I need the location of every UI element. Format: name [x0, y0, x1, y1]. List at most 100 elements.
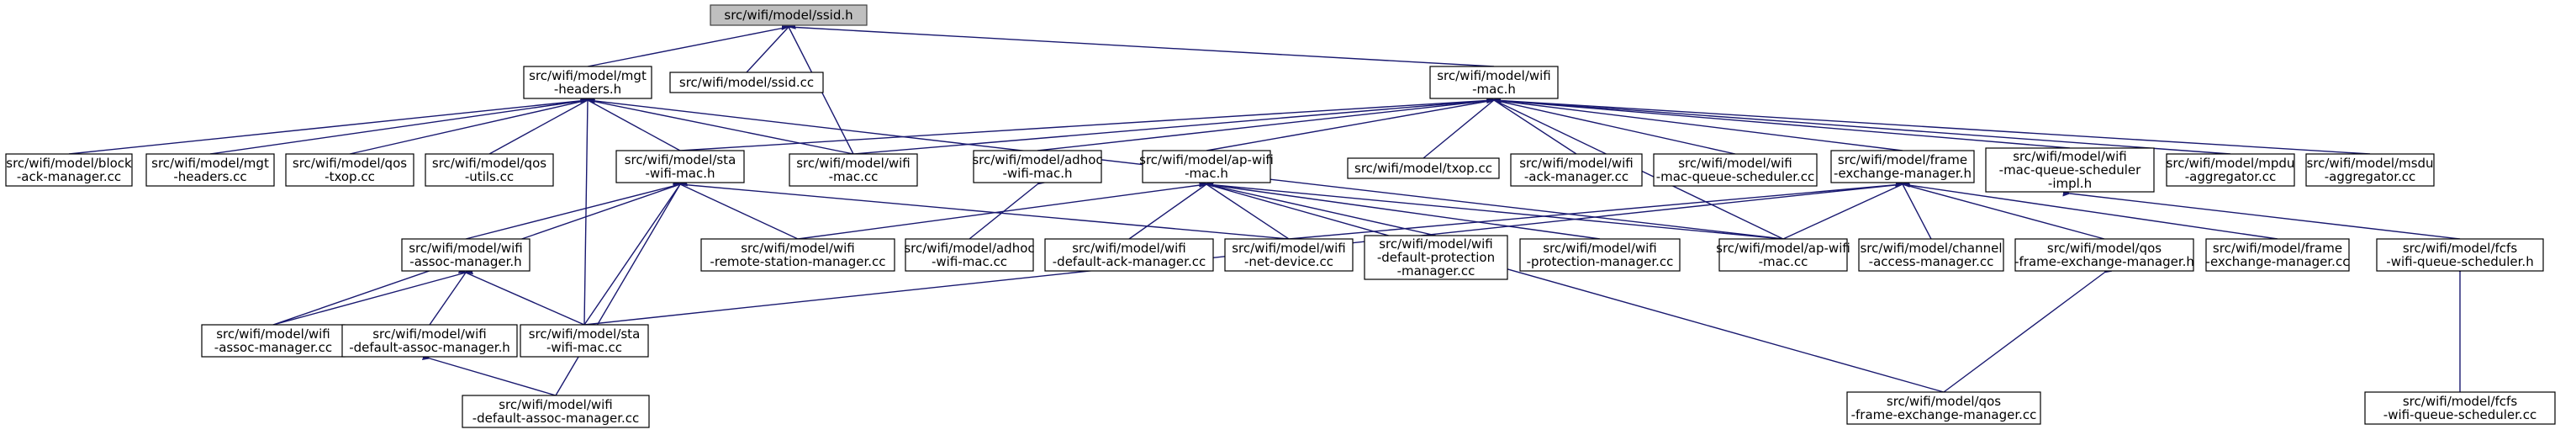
- node-sta-wifi-mac-cc[interactable]: src/wifi/model/sta-wifi-mac.cc: [520, 324, 649, 358]
- node-adhoc-wifi-mac-cc[interactable]: src/wifi/model/adhoc-wifi-mac.cc: [904, 238, 1035, 272]
- node-remote-station-manager-cc[interactable]: src/wifi/model/wifi-remote-station-manag…: [700, 238, 895, 272]
- node-default-protection-manager-cc[interactable]: src/wifi/model/wifi-default-protection-m…: [1364, 235, 1508, 280]
- node-label-line: src/wifi/model/channel: [1860, 241, 2002, 256]
- node-ap-wifi-mac-h[interactable]: src/wifi/model/ap-wifi-mac.h: [1139, 150, 1274, 183]
- node-sta-wifi-mac-h[interactable]: src/wifi/model/sta-wifi-mac.h: [615, 150, 745, 183]
- node-mac-queue-scheduler-impl-h[interactable]: src/wifi/model/wifi-mac-queue-scheduler-…: [1985, 147, 2155, 193]
- edge-mgt-headers-cc-to-mgt-headers-h: [209, 95, 595, 155]
- node-box: [615, 150, 745, 183]
- node-label-line: src/wifi/model/adhoc: [904, 241, 1034, 256]
- node-assoc-manager-h[interactable]: src/wifi/model/wifi-assoc-manager.h: [401, 238, 531, 272]
- node-label-line: src/wifi/model/wifi: [409, 241, 523, 256]
- node-label-line: -remote-station-manager.cc: [710, 254, 885, 269]
- node-label-line: src/wifi/model/qos: [432, 156, 546, 171]
- edge-ap-wifi-mac-cc-to-frame-exchange-manager-h: [1782, 178, 1911, 240]
- node-label-line: -net-device.cc: [1244, 254, 1333, 269]
- node-box: [285, 153, 414, 187]
- node-box: [2205, 238, 2350, 272]
- node-label-line: src/wifi/model/wifi: [1072, 241, 1186, 256]
- node-label-line: src/wifi/model/wifi: [1232, 241, 1346, 256]
- node-label-line: -aggregator.cc: [2185, 169, 2277, 184]
- edge-wifi-ack-manager-cc-to-wifi-mac-h: [1486, 93, 1577, 155]
- nodes-layer: src/wifi/model/ssid.h src/wifi/model/mgt-…: [5, 4, 2556, 428]
- node-box: [462, 395, 650, 428]
- edge-sta-wifi-mac-h-to-wifi-mac-h: [679, 96, 1502, 151]
- node-label-line: src/wifi/model/fcfs: [2403, 394, 2517, 409]
- node-box: [669, 72, 824, 93]
- node-label-line: src/wifi/model/sta: [529, 326, 641, 342]
- edge-channel-access-manager-cc-to-frame-exchange-manager-h: [1896, 176, 1932, 240]
- node-qos-utils-cc[interactable]: src/wifi/model/qos-utils.cc: [425, 153, 554, 187]
- edge-qos-fem-cc-to-qos-fem-h: [1943, 265, 2113, 393]
- node-box: [2376, 238, 2544, 272]
- node-label-line: -wifi-mac.cc: [932, 254, 1007, 269]
- node-box: [1858, 238, 2004, 272]
- node-txop-cc[interactable]: src/wifi/model/txop.cc: [1347, 157, 1500, 179]
- node-label-line: -mac-queue-scheduler.cc: [1656, 169, 1815, 184]
- edge-default-assoc-manager-h-to-assoc-manager-h: [429, 264, 473, 326]
- node-fcfs-scheduler-cc[interactable]: src/wifi/model/fcfs-wifi-queue-scheduler…: [2364, 391, 2556, 425]
- edge-wifi-mac-cc-to-wifi-mac-h: [853, 95, 1502, 155]
- edge-sta-wifi-mac-cc-to-assoc-manager-h: [457, 266, 585, 326]
- node-label-line: src/wifi/model/adhoc: [972, 152, 1102, 167]
- node-box: [700, 238, 895, 272]
- node-ap-wifi-mac-cc[interactable]: src/wifi/model/ap-wifi-mac.cc: [1716, 238, 1850, 272]
- node-msdu-aggregator-cc[interactable]: src/wifi/model/msdu-aggregator.cc: [2305, 153, 2435, 187]
- node-label-line: -protection-manager.cc: [1527, 254, 1674, 269]
- edges-layer: [68, 19, 2464, 396]
- node-default-assoc-manager-h[interactable]: src/wifi/model/wifi-default-assoc-manage…: [341, 324, 518, 358]
- node-frame-exchange-manager-cc[interactable]: src/wifi/model/frame-exchange-manager.cc: [2205, 238, 2350, 272]
- node-label-line: -default-assoc-manager.h: [349, 340, 510, 355]
- node-label-line: src/wifi/model/qos: [1887, 394, 2001, 409]
- node-label-line: -exchange-manager.cc: [2206, 254, 2350, 269]
- node-box: [520, 324, 649, 358]
- node-frame-exchange-manager-h[interactable]: src/wifi/model/frame-exchange-manager.h: [1830, 150, 1975, 183]
- edge-mac-queue-scheduler-cc-to-wifi-mac-h: [1486, 94, 1736, 155]
- node-channel-access-manager-cc[interactable]: src/wifi/model/channel-access-manager.cc: [1858, 238, 2004, 272]
- node-label-line: src/wifi/model/ap-wifi: [1139, 152, 1274, 167]
- node-fcfs-scheduler-h[interactable]: src/wifi/model/fcfs-wifi-queue-scheduler…: [2376, 238, 2544, 272]
- node-ssid-h[interactable]: src/wifi/model/ssid.h: [710, 4, 868, 26]
- node-mpdu-aggregator-cc[interactable]: src/wifi/model/mpdu-aggregator.cc: [2166, 153, 2295, 187]
- node-qos-fem-cc[interactable]: src/wifi/model/qos-frame-exchange-manage…: [1846, 391, 2041, 425]
- node-label-line: -mac.cc: [829, 169, 879, 184]
- node-label-line: src/wifi/model/qos: [2047, 241, 2162, 256]
- node-default-assoc-manager-cc[interactable]: src/wifi/model/wifi-default-assoc-manage…: [462, 395, 650, 428]
- node-mac-queue-scheduler-cc[interactable]: src/wifi/model/wifi-mac-queue-scheduler.…: [1653, 153, 1818, 187]
- node-box: [1510, 153, 1643, 187]
- node-wifi-mac-h[interactable]: src/wifi/model/wifi-mac.h: [1429, 66, 1559, 99]
- node-box: [789, 153, 918, 187]
- node-wifi-ack-manager-cc[interactable]: src/wifi/model/wifi-ack-manager.cc: [1510, 153, 1643, 187]
- node-label-line: src/wifi/model/wifi: [1437, 68, 1551, 83]
- edge-assoc-manager-h-to-sta-wifi-mac-h: [465, 178, 688, 240]
- node-mgt-headers-h[interactable]: src/wifi/model/mgt-headers.h: [523, 66, 652, 99]
- edge-wifi-net-device-cc-to-sta-wifi-mac-h: [673, 179, 1290, 240]
- node-box: [1142, 150, 1271, 183]
- node-label-line: src/wifi/model/mpdu: [2167, 156, 2295, 171]
- node-wifi-net-device-cc[interactable]: src/wifi/model/wifi-net-device.cc: [1224, 238, 1354, 272]
- node-label-line: -wifi-queue-scheduler.cc: [2383, 407, 2536, 422]
- node-box: [1718, 238, 1848, 272]
- node-label-line: -assoc-manager.h: [409, 254, 521, 269]
- node-qos-txop-cc[interactable]: src/wifi/model/qos-txop.cc: [285, 153, 414, 187]
- node-ssid-cc[interactable]: src/wifi/model/ssid.cc: [669, 72, 824, 93]
- edge-frame-exchange-manager-h-to-wifi-mac-h: [1486, 95, 1903, 151]
- node-default-ack-manager-cc[interactable]: src/wifi/model/wifi-default-ack-manager.…: [1044, 238, 1214, 272]
- node-label-line: -ack-manager.cc: [17, 169, 121, 184]
- node-label-line: src/wifi/model/ap-wifi: [1716, 241, 1850, 256]
- node-label-line: -headers.h: [554, 82, 621, 97]
- node-wifi-mac-cc[interactable]: src/wifi/model/wifi-mac.cc: [789, 153, 918, 187]
- node-box: [710, 4, 868, 26]
- node-box: [401, 238, 531, 272]
- node-block-ack-manager-cc[interactable]: src/wifi/model/block-ack-manager.cc: [5, 153, 133, 187]
- node-box: [1429, 66, 1559, 99]
- edge-qos-utils-cc-to-mgt-headers-h: [488, 93, 596, 155]
- node-protection-manager-cc[interactable]: src/wifi/model/wifi-protection-manager.c…: [1519, 238, 1681, 272]
- node-mgt-headers-cc[interactable]: src/wifi/model/mgt-headers.cc: [145, 153, 275, 187]
- node-qos-fem-h[interactable]: src/wifi/model/qos-frame-exchange-manage…: [2014, 238, 2194, 272]
- node-adhoc-wifi-mac-h[interactable]: src/wifi/model/adhoc-wifi-mac.h: [972, 150, 1103, 183]
- edge-default-assoc-manager-cc-to-sta-wifi-mac-h: [555, 176, 687, 396]
- edge-ap-wifi-mac-cc-to-ap-wifi-mac-h: [1199, 179, 1784, 240]
- node-wifi-assoc-manager-cc[interactable]: src/wifi/model/wifi-assoc-manager.cc: [201, 324, 346, 358]
- edge-remote-station-manager-cc-to-ap-wifi-mac-h: [797, 179, 1214, 240]
